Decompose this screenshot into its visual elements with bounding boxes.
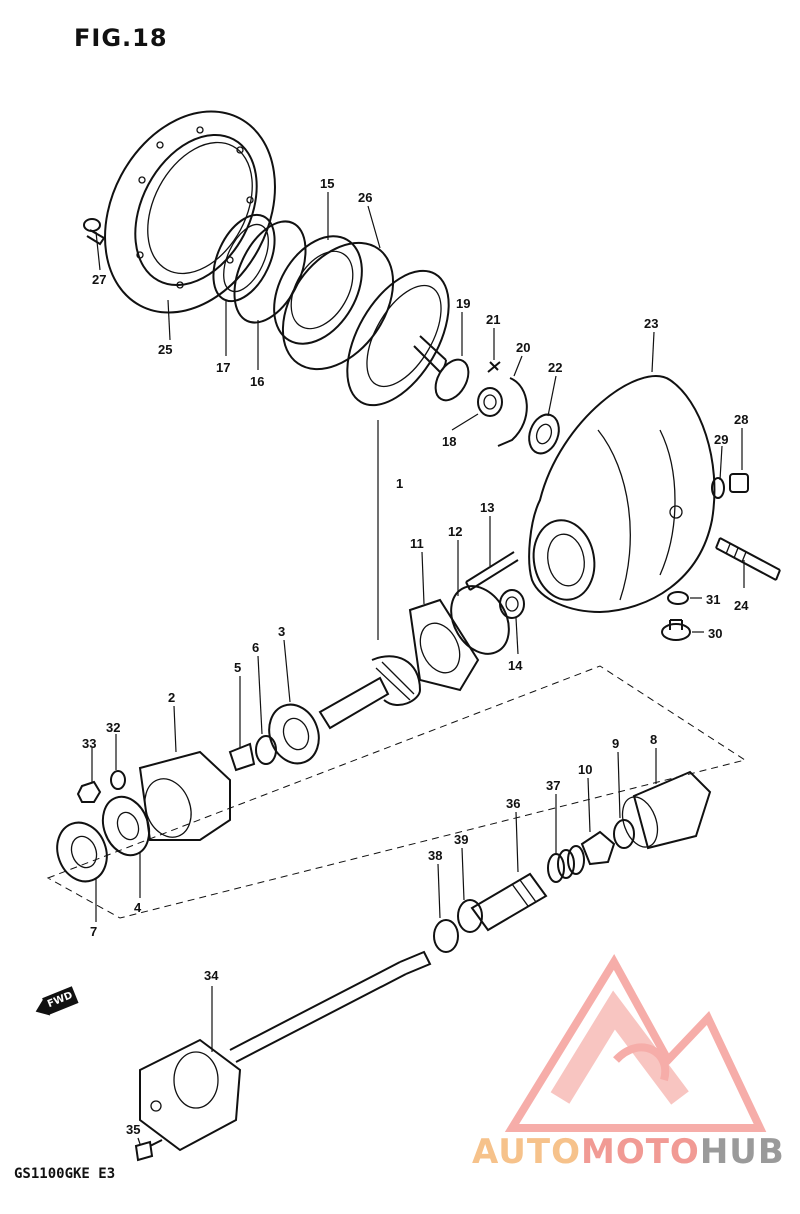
part-33-nut bbox=[76, 780, 102, 803]
callout-3: 3 bbox=[278, 624, 285, 639]
callout-2: 2 bbox=[168, 690, 175, 705]
callout-34: 34 bbox=[204, 968, 219, 983]
callout-18: 18 bbox=[442, 434, 456, 449]
automotohub-logo-mark bbox=[504, 954, 767, 1132]
callout-32: 32 bbox=[106, 720, 120, 735]
callout-28: 28 bbox=[734, 412, 748, 427]
callout-11: 11 bbox=[410, 536, 424, 551]
part-5-spacer bbox=[228, 742, 256, 772]
part-18-bearing bbox=[477, 387, 503, 417]
part-11-housing bbox=[408, 598, 480, 692]
part-32-washer bbox=[110, 770, 126, 790]
assembly-boundary bbox=[46, 665, 747, 919]
callout-12: 12 bbox=[448, 524, 462, 539]
pinion-gear bbox=[318, 655, 422, 730]
callout-labels: 1 2 3 4 5 6 7 8 9 10 11 12 13 14 15 16 1… bbox=[82, 176, 749, 1137]
callout-39: 39 bbox=[454, 832, 468, 847]
part-20-circlip bbox=[497, 377, 528, 447]
part-27-bolt bbox=[83, 218, 106, 246]
callout-7: 7 bbox=[90, 924, 97, 939]
part-12-o-ring bbox=[450, 585, 510, 655]
callout-4: 4 bbox=[134, 900, 142, 915]
part-23-housing bbox=[528, 375, 716, 614]
part-26-shim bbox=[281, 241, 395, 371]
callout-22: 22 bbox=[548, 360, 562, 375]
leader-lines bbox=[91, 192, 745, 1145]
callout-17: 17 bbox=[216, 360, 230, 375]
part-4-bearing bbox=[101, 795, 151, 857]
callout-36: 36 bbox=[506, 796, 520, 811]
part-35-bolt bbox=[134, 1139, 163, 1162]
automotohub-watermark-text: AUTOMOTOHUB bbox=[472, 1132, 785, 1172]
model-code: GS1100GKE E3 bbox=[14, 1166, 116, 1182]
callout-26: 26 bbox=[358, 190, 372, 205]
part-24-stud bbox=[715, 537, 781, 581]
callout-16: 16 bbox=[250, 374, 264, 389]
callout-5: 5 bbox=[234, 660, 241, 675]
callout-20: 20 bbox=[516, 340, 530, 355]
watermark-part-moto: MOTO bbox=[580, 1132, 700, 1172]
part-21-screw bbox=[487, 361, 501, 373]
callout-23: 23 bbox=[644, 316, 658, 331]
callout-24: 24 bbox=[734, 598, 749, 613]
part-13-stud bbox=[465, 551, 519, 591]
callout-9: 9 bbox=[612, 736, 619, 751]
part-31-gasket bbox=[667, 591, 689, 605]
part-38-washer bbox=[433, 919, 459, 953]
part-10-nut bbox=[580, 830, 616, 866]
callout-38: 38 bbox=[428, 848, 442, 863]
callout-13: 13 bbox=[480, 500, 494, 515]
part-2-bearing-case bbox=[138, 750, 231, 841]
callout-14: 14 bbox=[508, 658, 523, 673]
part-29-washer bbox=[711, 477, 725, 499]
part-15-bearing bbox=[273, 235, 363, 345]
callout-31: 31 bbox=[706, 592, 720, 607]
callout-37: 37 bbox=[546, 778, 560, 793]
callout-21: 21 bbox=[486, 312, 500, 327]
callout-33: 33 bbox=[82, 736, 96, 751]
part-7-oil-seal bbox=[56, 821, 108, 883]
ring-gear bbox=[346, 269, 450, 407]
part-36-splined-coupling bbox=[470, 872, 548, 932]
callout-15: 15 bbox=[320, 176, 334, 191]
part-30-drain-plug bbox=[661, 619, 691, 641]
part-28-bolt bbox=[729, 473, 749, 493]
part-19-o-ring bbox=[434, 358, 470, 402]
callout-10: 10 bbox=[578, 762, 592, 777]
part-3-bearing bbox=[268, 703, 320, 765]
part-39-circlip bbox=[457, 899, 483, 933]
part-8-coupling bbox=[621, 770, 712, 850]
part-37-spring bbox=[547, 845, 585, 883]
watermark-part-auto: AUTO bbox=[472, 1132, 581, 1172]
callout-6: 6 bbox=[252, 640, 259, 655]
callout-25: 25 bbox=[158, 342, 172, 357]
part-6-washer bbox=[255, 735, 277, 765]
part-17-seal bbox=[212, 213, 276, 303]
figure-title: FIG.18 bbox=[74, 24, 168, 52]
callout-29: 29 bbox=[714, 432, 728, 447]
callout-35: 35 bbox=[126, 1122, 140, 1137]
part-9-washer bbox=[613, 819, 635, 849]
callout-19: 19 bbox=[456, 296, 470, 311]
callout-8: 8 bbox=[650, 732, 657, 747]
part-25-cover-plate bbox=[104, 110, 276, 314]
part-34-propeller-shaft bbox=[139, 950, 432, 1152]
part-22-oil-seal bbox=[528, 413, 560, 455]
callout-1: 1 bbox=[396, 476, 403, 491]
callout-27: 27 bbox=[92, 272, 106, 287]
callout-30: 30 bbox=[708, 626, 722, 641]
watermark-part-hub: HUB bbox=[699, 1132, 785, 1172]
part-14-bearing bbox=[499, 589, 525, 619]
